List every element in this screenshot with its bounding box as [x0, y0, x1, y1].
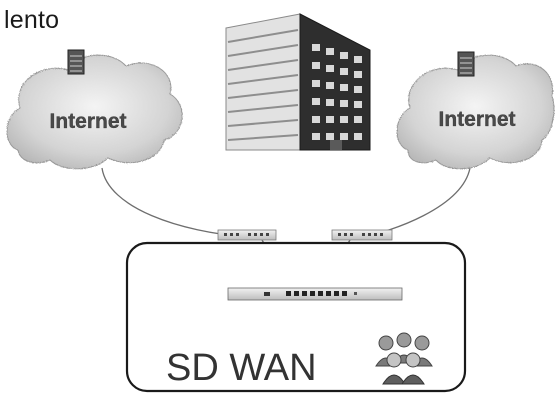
server-rack-icon	[67, 49, 85, 75]
router-device-icon	[331, 229, 393, 241]
sd-wan-label: SD WAN	[166, 347, 317, 389]
switch-device-icon	[227, 287, 403, 301]
internet-label-left: Internet	[49, 110, 126, 133]
router-device-icon	[217, 229, 277, 241]
internet-cloud-right	[396, 54, 555, 170]
server-rack-icon	[457, 51, 475, 77]
corner-label: lento	[4, 6, 60, 34]
link-right-cloud	[361, 167, 471, 238]
link-left-cloud	[101, 167, 249, 238]
internet-cloud-left	[6, 54, 183, 170]
user-group-icon	[375, 332, 433, 385]
sd-wan-branch-box	[125, 241, 467, 393]
internet-label-right: Internet	[438, 108, 515, 131]
office-building-icon	[225, 13, 371, 151]
